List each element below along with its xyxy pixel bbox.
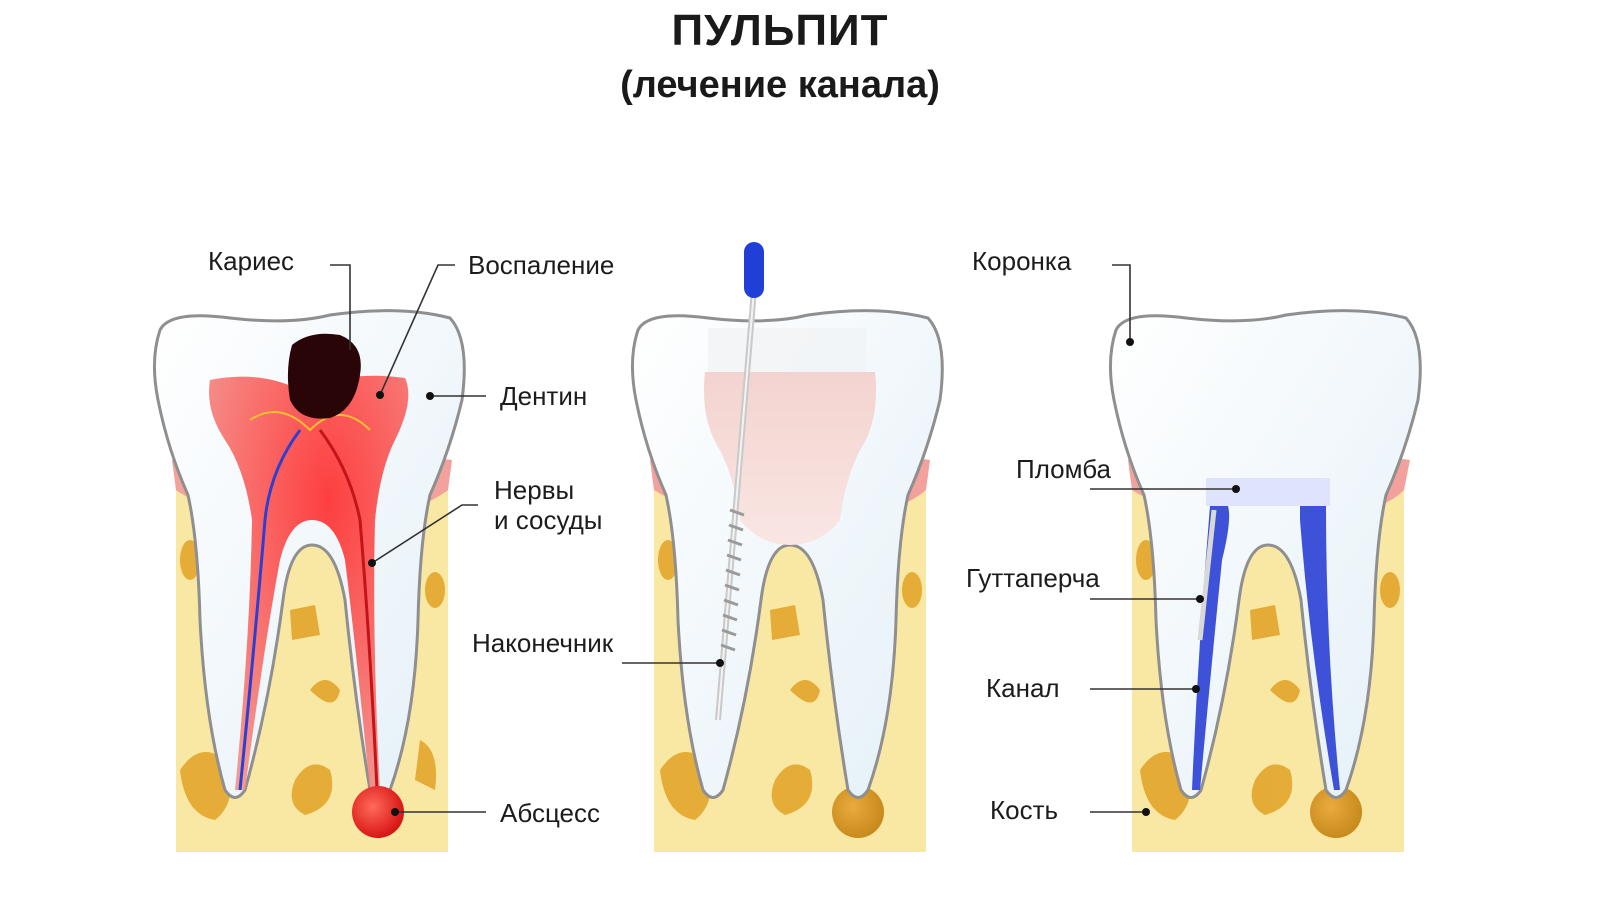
label-inflammation: Воспаление [468, 250, 615, 280]
page-title: ПУЛЬПИТ [671, 6, 889, 55]
filling [1206, 478, 1330, 506]
label-nerves-line2: и сосуды [494, 505, 603, 535]
label-tip: Наконечник [472, 628, 614, 658]
panel-diseased-tooth [152, 264, 486, 852]
label-abscess: Абсцесс [500, 798, 601, 828]
label-crown: Коронка [972, 246, 1072, 276]
label-gutta-percha: Гуттаперча [966, 563, 1100, 593]
cleaned-pulp-chamber [704, 372, 876, 545]
label-dentin: Дентин [500, 381, 588, 411]
caries-spot [287, 333, 361, 419]
label-filling: Пломба [1016, 454, 1111, 484]
instrument-handle [744, 242, 764, 298]
label-canal: Канал [986, 673, 1060, 703]
panel-treatment-tooth [622, 242, 944, 852]
canal-right [1300, 506, 1340, 790]
canal-left [1192, 506, 1230, 790]
panel-treated-tooth [1090, 264, 1422, 852]
gutta-percha-point [1197, 509, 1217, 641]
label-bone: Кость [990, 795, 1059, 825]
page-subtitle: (лечение канала) [620, 64, 940, 106]
inflamed-pulp [209, 375, 409, 790]
label-caries: Кариес [208, 246, 295, 276]
label-nerves-line1: Нервы [494, 475, 575, 505]
abscess-ball [352, 786, 404, 838]
